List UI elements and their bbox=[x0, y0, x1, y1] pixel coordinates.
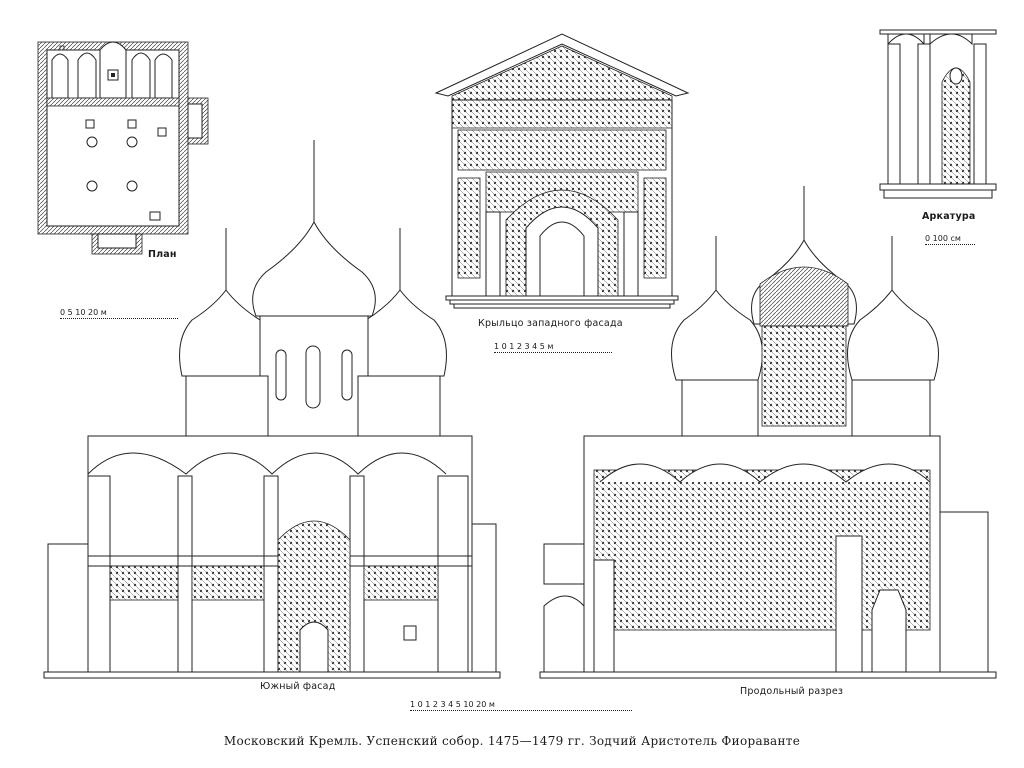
plan-label: План bbox=[148, 249, 177, 260]
plan-scale: 0 5 10 20 м bbox=[60, 308, 190, 322]
plan-scale-text: 0 5 10 20 м bbox=[60, 308, 107, 317]
longitudinal-section bbox=[539, 186, 997, 679]
floor-plan bbox=[37, 41, 209, 255]
arcature-scale: 0 100 см bbox=[925, 234, 1005, 248]
arcature-detail bbox=[879, 29, 997, 199]
south-facade-label: Южный фасад bbox=[260, 681, 336, 692]
main-scale: 1 0 1 2 3 4 5 10 20 м bbox=[410, 700, 650, 714]
porch-scale: 1 0 1 2 3 4 5 м bbox=[494, 342, 624, 356]
porch-label: Крыльцо западного фасада bbox=[478, 318, 623, 329]
section-label: Продольный разрез bbox=[740, 686, 844, 697]
south-facade-elevation bbox=[43, 140, 501, 679]
figure-caption: Московский Кремль. Успенский собор. 1475… bbox=[223, 734, 801, 748]
porch-scale-text: 1 0 1 2 3 4 5 м bbox=[494, 342, 554, 351]
porch-elevation bbox=[434, 33, 690, 309]
arcade-belt bbox=[109, 565, 439, 601]
arcature-label: Аркатура bbox=[922, 211, 976, 222]
main-scale-text: 1 0 1 2 3 4 5 10 20 м bbox=[410, 700, 495, 709]
arcature-scale-text: 0 100 см bbox=[925, 234, 961, 243]
